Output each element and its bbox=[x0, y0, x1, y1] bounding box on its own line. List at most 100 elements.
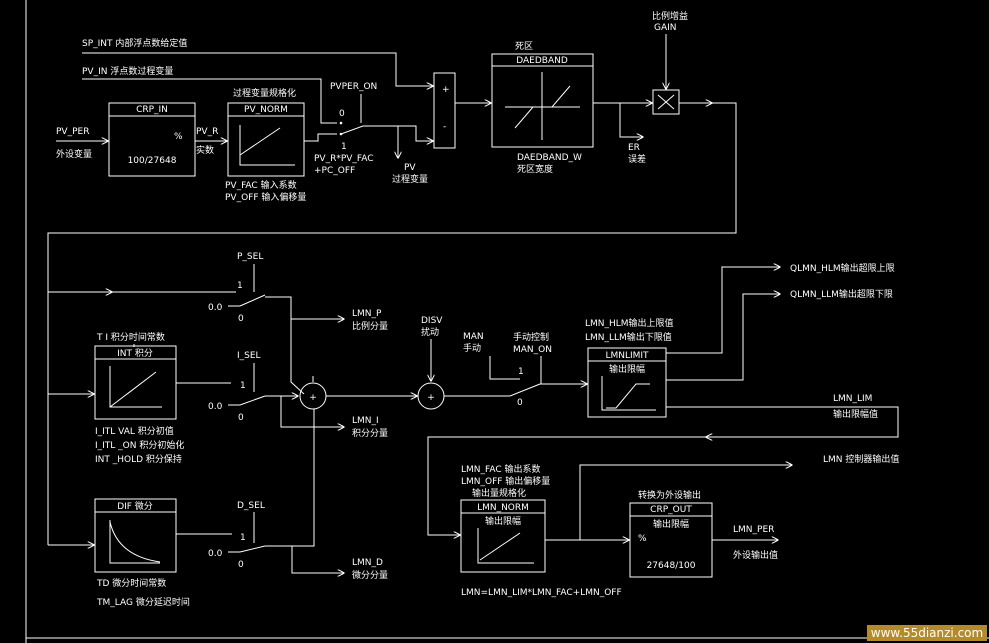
pvper-switch-blade bbox=[340, 125, 364, 135]
deadband-block bbox=[491, 53, 594, 148]
ti-label: T I 积分时间常数 bbox=[96, 331, 165, 343]
pv-label: PV bbox=[404, 163, 416, 173]
lmnlimit-name: LMNLIMIT bbox=[605, 351, 649, 361]
int-block-name: INT 积分 bbox=[117, 347, 153, 359]
lmn-norm-name: LMN_NORM bbox=[477, 503, 529, 513]
gain-out-line bbox=[47, 102, 737, 545]
disv-summer-out-line bbox=[444, 383, 541, 397]
er-tap-line bbox=[619, 103, 643, 137]
tm-lag-label: TM_LAG 微分延迟时间 bbox=[96, 596, 190, 608]
i-sel-label: I_SEL bbox=[237, 351, 261, 361]
p-sel-label: P_SEL bbox=[237, 252, 263, 262]
pv-in-line bbox=[82, 78, 337, 124]
lmn-norm-cn: 输出限幅 bbox=[485, 515, 521, 527]
lmn-out-line bbox=[579, 465, 792, 540]
lmn-i-line bbox=[280, 396, 344, 427]
int-hold-label: INT _HOLD 积分保持 bbox=[95, 453, 182, 465]
lmn-norm-graph-icon bbox=[477, 528, 534, 564]
i-switch-blade bbox=[239, 395, 266, 406]
pv-fac-label: PV_FAC 输入系数 bbox=[225, 179, 297, 191]
deadband-name: DAEDBAND bbox=[516, 56, 568, 66]
dif-decay-icon bbox=[109, 520, 160, 564]
p-out-line bbox=[265, 296, 305, 395]
pvper-sw-1: 1 bbox=[341, 142, 347, 152]
i-itl-val-label: I_ITL VAL 积分初值 bbox=[95, 425, 174, 437]
pv-formula-1: PV_R*PV_FAC bbox=[314, 154, 374, 164]
watermark-logo: www.55dianzi.com bbox=[867, 625, 987, 641]
sum-plus: + bbox=[442, 85, 450, 95]
pv-r-label: PV_R bbox=[196, 127, 218, 137]
lmn-d-cn-label: 微分分量 bbox=[352, 569, 388, 581]
man-sw-1: 1 bbox=[518, 367, 524, 377]
i-zero-val: 0.0 bbox=[208, 402, 223, 412]
sp-int-line bbox=[82, 52, 433, 86]
pv-norm-block bbox=[227, 102, 305, 177]
lmn-out-label: LMN 控制器输出值 bbox=[823, 453, 899, 465]
crp-out-percent: % bbox=[638, 534, 647, 544]
lmn-p-label: LMN_P bbox=[352, 309, 382, 319]
pv-cn-label: 过程变量 bbox=[392, 173, 428, 185]
i-itl-on-label: I_ITL _ON 积分初始化 bbox=[95, 439, 184, 451]
d-sel-label: D_SEL bbox=[237, 501, 265, 511]
dif-block-name: DIF 微分 bbox=[117, 500, 153, 512]
man-sw-0: 0 bbox=[517, 398, 523, 408]
lmnlimit-graph-icon bbox=[601, 376, 656, 411]
pv-line bbox=[363, 125, 433, 141]
pvper-on-label: PVPER_ON bbox=[330, 82, 377, 92]
crp-in-title: CRP_IN bbox=[136, 105, 168, 115]
pv-off-label: PV_OFF 输入偏移量 bbox=[225, 191, 306, 203]
lmnlimit-cn: 输出限幅 bbox=[609, 363, 645, 375]
d-out-line bbox=[265, 409, 315, 547]
disv-summer-plus: + bbox=[427, 393, 435, 403]
d-sw-1: 1 bbox=[240, 533, 246, 543]
dif-block bbox=[94, 498, 177, 573]
lmn-formula: LMN=LMN_LIM*LMN_FAC+LMN_OFF bbox=[461, 588, 622, 598]
lmn-p-line bbox=[290, 297, 344, 319]
pv-per-label: PV_PER bbox=[56, 127, 89, 137]
d-switch-blade bbox=[239, 545, 266, 553]
pv-r-cn-label: 实数 bbox=[196, 144, 214, 156]
deadband-w-label: DAEDBAND_W bbox=[517, 153, 582, 163]
lmn-lim-return-line bbox=[427, 436, 706, 535]
p-zero-val: 0.0 bbox=[208, 303, 223, 313]
sp-int-label: SP_INT 内部浮点数给定值 bbox=[82, 37, 187, 49]
lmn-norm-block bbox=[460, 499, 546, 573]
disv-cn-label: 扰动 bbox=[421, 326, 439, 338]
crp-in-block bbox=[108, 102, 196, 177]
crp-in-percent: % bbox=[174, 132, 183, 142]
pv-norm-title: 过程变量规格化 bbox=[233, 87, 296, 99]
pv-norm-graph-icon bbox=[239, 125, 295, 166]
pvper-sw-0: 0 bbox=[339, 109, 345, 119]
er-label: ER bbox=[628, 143, 640, 153]
crp-out-ratio: 27648/100 bbox=[647, 561, 696, 571]
er-cn-label: 误差 bbox=[628, 153, 646, 165]
qlmn-hlm-label: QLMN_HLM输出超限上限 bbox=[790, 262, 895, 274]
qlmn-llm-line bbox=[666, 294, 780, 381]
lmn-norm-title: 输出量规格化 bbox=[472, 487, 526, 499]
lmn-hlm-label: LMN_HLM输出上限值 bbox=[585, 317, 674, 329]
pv-norm-name: PV_NORM bbox=[244, 105, 288, 115]
gain-label: GAIN bbox=[654, 23, 677, 33]
error-summing-block bbox=[433, 72, 456, 149]
crp-in-ratio: 100/27648 bbox=[128, 156, 177, 166]
man-label: MAN bbox=[463, 332, 484, 342]
lmn-i-label: LMN_I bbox=[352, 416, 379, 426]
pid-summer-plus: + bbox=[309, 393, 317, 403]
p-switch-blade bbox=[239, 294, 266, 307]
lmn-fac-label: LMN_FAC 输出系数 bbox=[461, 463, 541, 475]
lmn-d-label: LMN_D bbox=[352, 558, 383, 568]
lmn-lim-line bbox=[666, 406, 899, 437]
lmn-p-cn-label: 比例分量 bbox=[352, 320, 388, 332]
qlmn-llm-label: QLMN_LLM输出超限下限 bbox=[790, 288, 893, 300]
lmn-off-label: LMN_OFF 输出偏移量 bbox=[461, 475, 550, 487]
lmn-lim-label: LMN_LIM bbox=[833, 394, 872, 404]
p-sw-1: 1 bbox=[237, 281, 243, 291]
lmn-lim-cn-label: 输出限幅值 bbox=[833, 408, 878, 420]
i-sw-1: 1 bbox=[240, 381, 246, 391]
disv-label: DISV bbox=[421, 316, 443, 326]
pv-norm-out-line bbox=[304, 133, 337, 142]
deadband-title: 死区 bbox=[515, 41, 533, 52]
man-on-cn-label: 手动控制 bbox=[513, 331, 549, 343]
td-label: TD 微分时间常数 bbox=[96, 577, 166, 589]
gain-cn-label: 比例增益 bbox=[652, 10, 688, 22]
